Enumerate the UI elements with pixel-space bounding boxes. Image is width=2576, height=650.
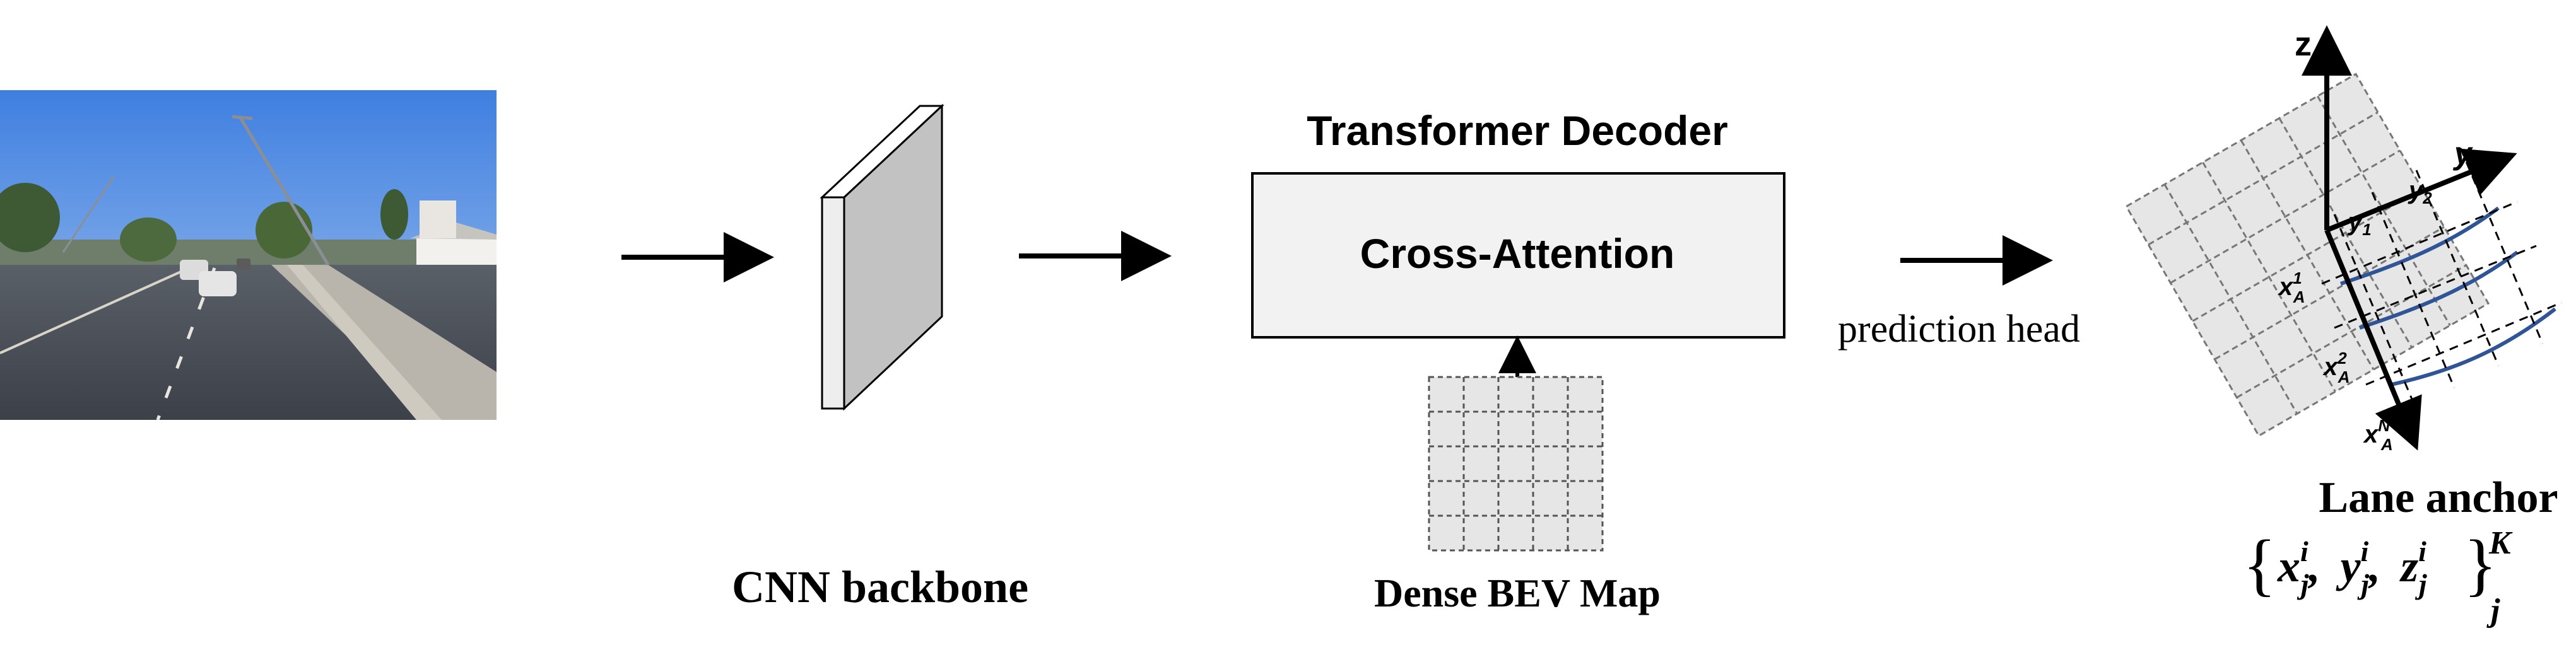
svg-text:y1: y1: [2347, 208, 2372, 239]
svg-text:xij, yij, zij: xij, yij, zij: [2277, 535, 2427, 600]
anchor-n-sup: N: [2378, 416, 2391, 435]
anchor-grid-line: [2202, 161, 2336, 392]
anchor-grid-line: [2317, 95, 2451, 326]
cross-attention-box: [1251, 172, 1785, 339]
z-axis-label: z: [2295, 25, 2312, 63]
lane-anchor-label: Lane anchor: [2319, 473, 2558, 522]
formula-outer-sup: K: [2488, 525, 2513, 561]
y1-sub: 1: [2362, 220, 2371, 239]
y2-sub: 2: [2422, 189, 2432, 207]
lane-curve-1: [2340, 206, 2500, 286]
anchor-1-sup: 1: [2293, 269, 2302, 287]
anchor-1-sub: A: [2293, 287, 2305, 306]
lane-curve-2: [2359, 250, 2519, 330]
anchor-2-base: x: [2322, 353, 2339, 381]
anchor-grid: [2125, 73, 2490, 438]
backbone-label: CNN backbone: [732, 562, 1028, 612]
bev-grid-frame: [1428, 376, 1604, 552]
formula-comma-1: ,: [2308, 541, 2320, 591]
formula-open-brace: {: [2243, 526, 2276, 603]
cross-attention-label: Cross-Attention: [1360, 230, 1675, 277]
svg-text:yk: yk: [2452, 136, 2485, 175]
formula-x-sup: i: [2300, 535, 2308, 567]
formula-close-brace: }: [2464, 526, 2497, 603]
prediction-head-label: prediction head: [1838, 308, 2080, 351]
bev-map-label: Dense BEV Map: [1374, 571, 1661, 615]
formula-comma-2: ,: [2368, 541, 2380, 591]
yk-axis-sub: k: [2472, 152, 2485, 175]
anchor-2-sub: A: [2338, 368, 2350, 386]
decoder-title: Transformer Decoder: [1307, 107, 1728, 154]
dense-bev-map: [1428, 376, 1604, 552]
lane-anchor-diagram: [2125, 25, 2562, 451]
anchor-n-sub: A: [2380, 435, 2393, 454]
formula-z-sup: i: [2418, 535, 2426, 567]
formula-x: x: [2277, 541, 2300, 591]
y2-label: y: [2408, 177, 2424, 204]
formula-y: y: [2336, 541, 2361, 591]
anchor-grid-line: [2236, 264, 2467, 398]
anchor-n-base: x: [2363, 421, 2379, 448]
lane-curve-3: [2391, 307, 2556, 386]
formula-z: z: [2399, 541, 2418, 591]
input-road-image: [0, 90, 497, 420]
anchor-2-sup: 2: [2337, 349, 2347, 368]
yk-axis-label: y: [2452, 136, 2473, 171]
y1-label: y: [2347, 208, 2363, 236]
anchor-grid-line: [2214, 226, 2445, 361]
y-axis: [2326, 148, 2517, 233]
cnn-backbone-block: [820, 103, 944, 411]
anchor-grid-line: [2192, 188, 2423, 322]
anchor-grid-line: [2278, 117, 2413, 348]
svg-text:y2: y2: [2408, 177, 2432, 207]
anchor-grid-line: [2170, 149, 2401, 284]
formula-y-sup: i: [2361, 535, 2369, 567]
x-axis: [2324, 229, 2422, 451]
anchor-1-base: x: [2278, 273, 2294, 301]
